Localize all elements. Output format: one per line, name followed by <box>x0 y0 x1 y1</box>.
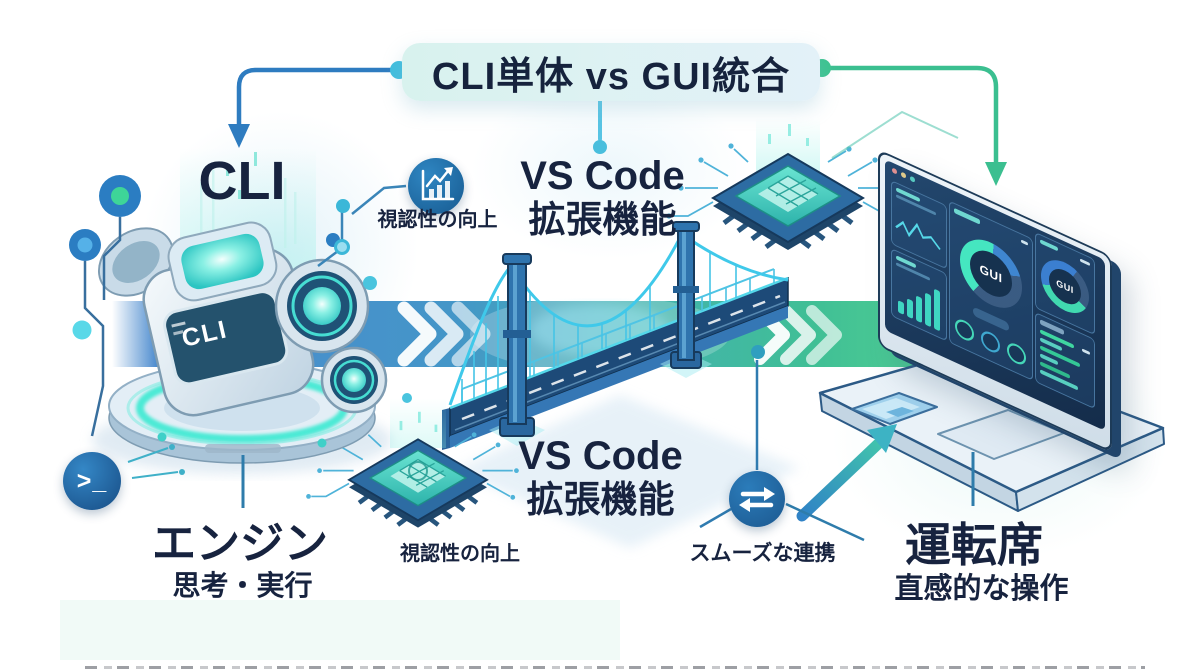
chip-glow-beam <box>390 398 446 448</box>
cli-heading: CLI <box>198 151 286 211</box>
terminal-icon: >_ <box>63 452 121 510</box>
connector-title-to-vscode <box>593 99 607 154</box>
chip-to-monitor-trace <box>831 110 959 159</box>
sync-arrows-icon <box>729 471 785 527</box>
desk-tray <box>818 350 1165 512</box>
engine-subtitle: 思考・実行 <box>172 570 313 601</box>
circuit-decoration-sync <box>699 345 765 529</box>
vscode-heading-top-line2: 拡張機能 <box>528 199 677 240</box>
engine-title: エンジン <box>152 519 328 568</box>
sync-to-driver-line <box>785 502 865 542</box>
bridge-tower-left <box>489 253 545 446</box>
vscode-heading-bottom-line2: 拡張機能 <box>526 479 675 520</box>
connector-title-to-gui <box>813 59 1007 186</box>
terminal-prompt-glyph: >_ <box>76 466 108 495</box>
bottom-crop-marks <box>85 666 1145 669</box>
smooth-link-label: スムーズな連携 <box>689 542 836 565</box>
gui-monitor: GUI GUI <box>878 149 1112 454</box>
benefit-label-bottom: 視認性の向上 <box>400 543 520 565</box>
dashboard-line-chart-panel <box>891 179 947 270</box>
bridge-illustration <box>442 221 789 450</box>
bridge-ground-shadow <box>455 395 800 548</box>
vscode-heading-bottom-line1: VS Code <box>518 434 683 478</box>
title-pill: CLI単体 vs GUI統合 <box>402 43 820 101</box>
vscode-heading-top: VS Code 拡張機能 <box>490 154 715 242</box>
sync-to-desk-arrow <box>796 424 897 522</box>
trackpad <box>937 409 1065 460</box>
vscode-heading-bottom: VS Code 拡張機能 <box>488 434 713 522</box>
page-title: CLI単体 vs GUI統合 <box>431 55 791 98</box>
driver-title: 運転席 <box>905 519 1043 571</box>
dashboard-screen: GUI GUI <box>885 159 1105 431</box>
bridge-tower-right <box>660 221 712 378</box>
vscode-heading-top-line1: VS Code <box>520 154 685 198</box>
tray-mini-screen <box>851 392 938 425</box>
line-chart-glyph <box>895 220 941 250</box>
driver-subtitle: 直感的な操作 <box>894 573 1069 605</box>
